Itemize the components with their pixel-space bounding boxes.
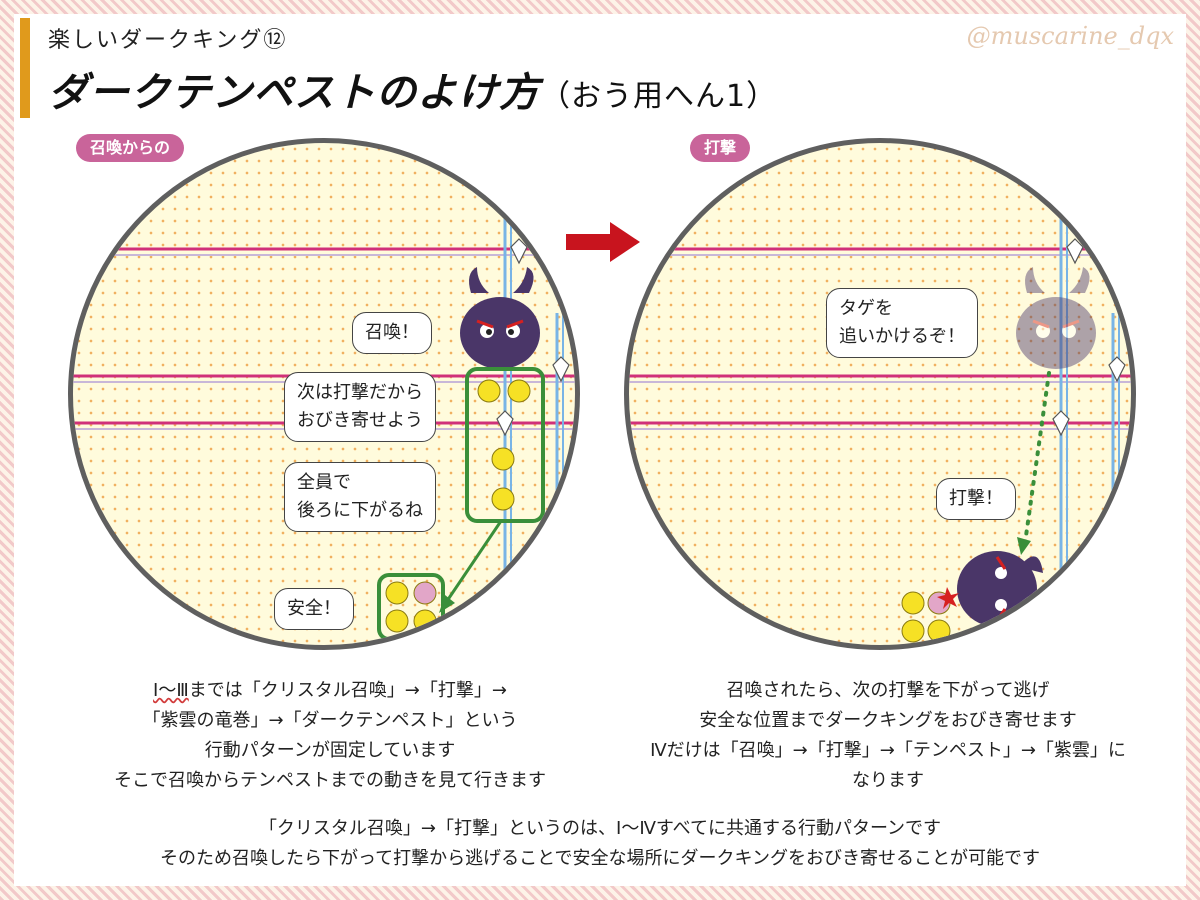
right-pink-lines — [629, 247, 1131, 430]
right-panel-tag: 打撃 — [690, 134, 751, 162]
left-desc-line2: 「紫雲の竜巻」→「ダークテンペスト」という — [142, 710, 518, 731]
footer-line2: そのため召喚したら下がって打撃から逃げることで安全な場所にダークキングをおびき寄… — [159, 848, 1040, 869]
page-title-main: ダークテンペストのよけ方 — [48, 70, 540, 116]
right-description: 召喚されたら、次の打撃を下がって逃げ 安全な位置までダークキングをおびき寄せます… — [628, 676, 1148, 796]
author-watermark: @muscarine_dqx — [966, 22, 1174, 50]
left-arena-drawing — [73, 213, 575, 645]
boss-path-arrow — [1023, 371, 1051, 545]
bubble-next-strike-line1: 次は打撃だから — [297, 382, 423, 403]
bubble-all-back-line1: 全員で — [297, 472, 351, 493]
bubble-all-back-line2: 後ろに下がるね — [297, 500, 423, 521]
left-desc-line1: Ⅰ～Ⅲまでは「クリスタル召喚」→「打撃」→ — [70, 676, 590, 706]
page-title: ダークテンペストのよけ方（おう用へん1） — [48, 60, 777, 118]
bubble-all-back: 全員で 後ろに下がるね — [284, 462, 436, 532]
left-blue-lines — [503, 213, 564, 645]
left-arena-circle — [68, 138, 580, 650]
bubble-next-strike-line2: おびき寄せよう — [297, 410, 423, 431]
series-subtitle: 楽しいダークキング⑫ — [48, 28, 288, 53]
right-desc-line1: 召喚されたら、次の打撃を下がって逃げ — [726, 680, 1050, 701]
right-desc-line4: なります — [852, 770, 924, 791]
title-accent-bar — [20, 18, 30, 118]
left-description: Ⅰ～Ⅲまでは「クリスタル召喚」→「打撃」→ 「紫雲の竜巻」→「ダークテンペスト」… — [70, 676, 590, 796]
bubble-next-strike: 次は打撃だから おびき寄せよう — [284, 372, 436, 442]
bubble-strike: 打撃！ — [936, 478, 1016, 520]
crystal-icon — [1052, 238, 1126, 437]
move-arrow — [445, 520, 503, 602]
crystal-icon — [496, 238, 570, 437]
hit-spark-icon — [937, 587, 959, 609]
right-blue-lines — [1059, 213, 1120, 645]
right-desc-line3: Ⅳだけは「召喚」→「打撃」→「テンペスト」→「紫雲」に — [650, 740, 1126, 761]
right-arena-circle — [624, 138, 1136, 650]
bubble-safe: 安全！ — [274, 588, 354, 630]
left-desc-line1-emph: Ⅰ～Ⅲ — [153, 680, 189, 701]
bubble-chase-line2: 追いかけるぞ！ — [839, 326, 965, 347]
right-desc-line2: 安全な位置までダークキングをおびき寄せます — [699, 710, 1077, 731]
bubble-chase-line1: タゲを — [839, 298, 893, 319]
dark-king-icon — [460, 267, 540, 369]
right-arena-drawing — [629, 213, 1131, 645]
dark-king-icon — [957, 551, 1052, 627]
safe-group-box — [377, 573, 445, 641]
safe-party-icon — [385, 581, 437, 633]
footer-line1: 「クリスタル召喚」→「打撃」というのは、Ⅰ～Ⅳすべてに共通する行動パターンです — [258, 818, 942, 839]
dark-king-ghost-icon — [1016, 267, 1096, 369]
left-desc-line4: そこで召喚からテンペストまでの動きを見て行きます — [114, 770, 546, 791]
bubble-summon: 召喚！ — [352, 312, 432, 354]
party-group-box — [465, 367, 545, 523]
left-desc-line1-rest: までは「クリスタル召喚」→「打撃」→ — [188, 680, 507, 701]
next-step-arrow-icon — [566, 222, 640, 262]
page-title-paren: （おう用へん1） — [540, 79, 778, 114]
party-member-icon — [477, 379, 531, 511]
bubble-chase: タゲを 追いかけるぞ！ — [826, 288, 978, 358]
footer-note: 「クリスタル召喚」→「打撃」というのは、Ⅰ～Ⅳすべてに共通する行動パターンです … — [30, 814, 1170, 874]
left-desc-line3: 行動パターンが固定しています — [204, 740, 456, 761]
left-panel-tag: 召喚からの — [76, 134, 185, 162]
